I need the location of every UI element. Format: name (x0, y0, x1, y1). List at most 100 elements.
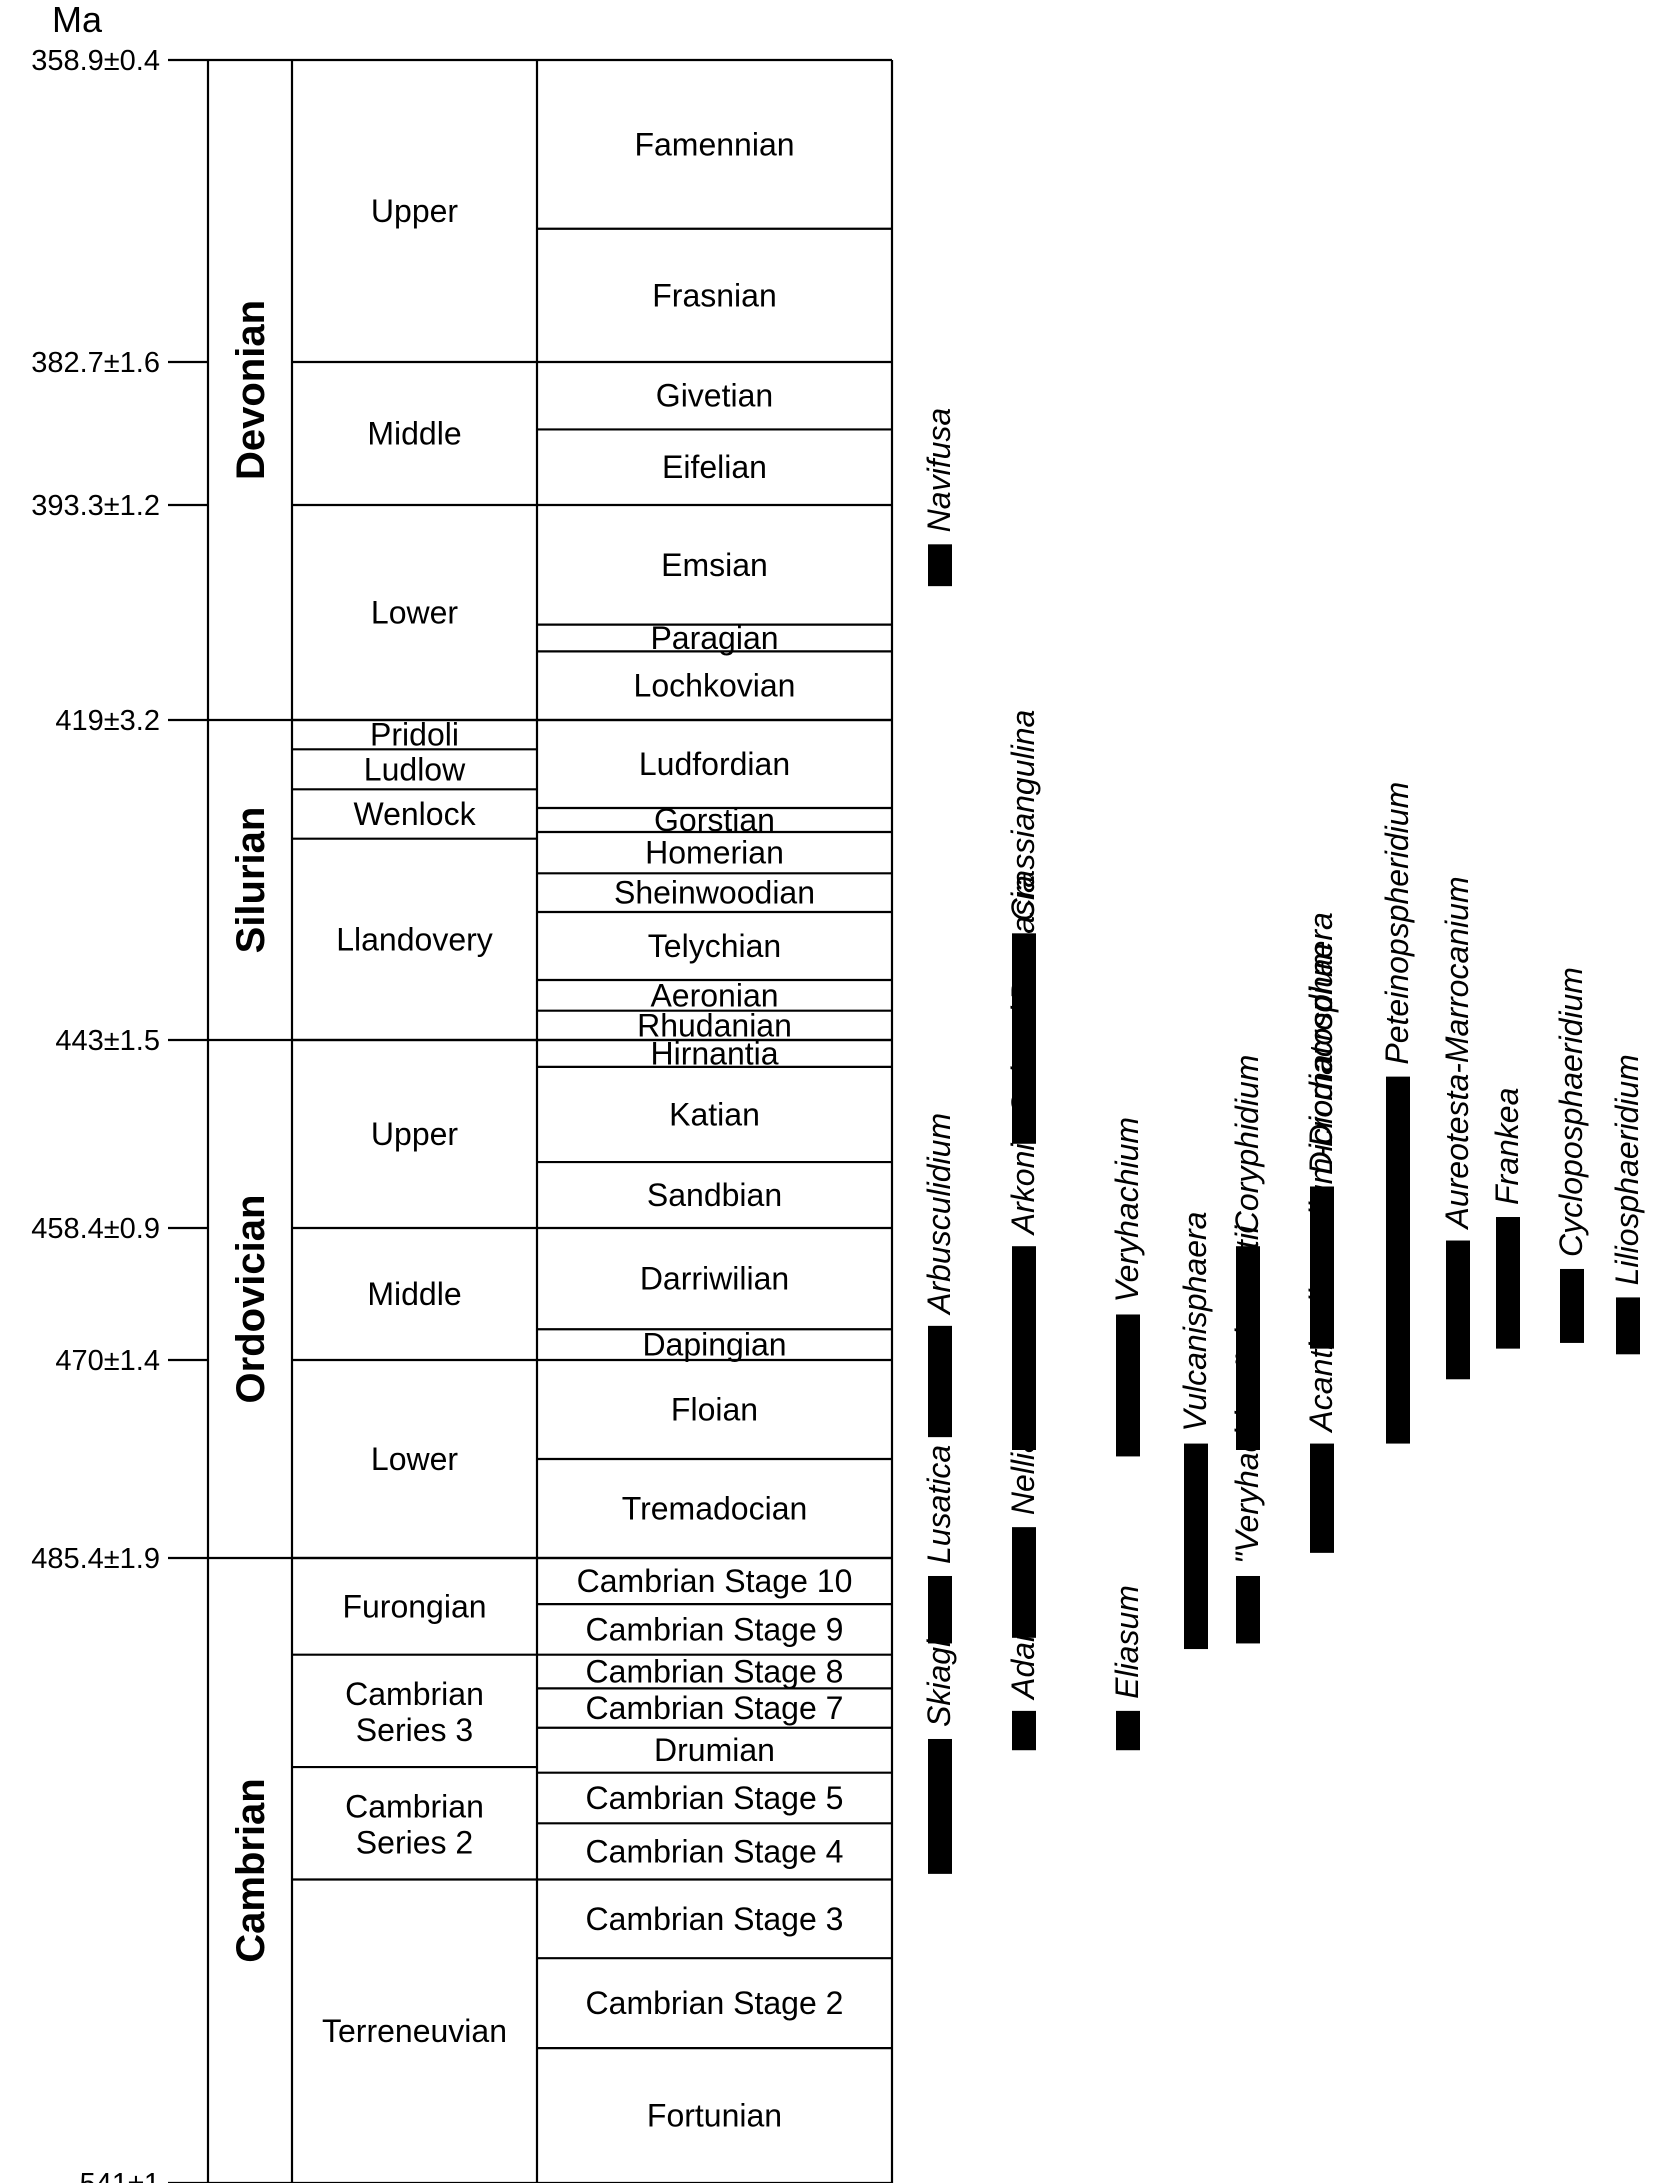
stage-label: Cambrian Stage 2 (586, 1985, 844, 2021)
stage-label: Hirnantia (650, 1035, 778, 1071)
taxon-label: Crassiangulina (1005, 710, 1041, 922)
taxon-range-bar (1560, 1268, 1584, 1343)
series-label: Upper (371, 193, 459, 229)
taxon-label: Coryphidium (1229, 1055, 1265, 1235)
age-tick-label: 458.4±0.9 (31, 1213, 160, 1245)
taxon-label: Vulcanisphaera (1177, 1212, 1213, 1432)
taxon-label: Liliosphaeridium (1609, 1054, 1645, 1285)
stage-column: FamennianFrasnianGivetianEifelianEmsianP… (537, 126, 892, 2134)
age-tick-label: 470±1.4 (55, 1345, 160, 1377)
period-label: Silurian (229, 807, 273, 954)
series-label: Middle (367, 1276, 461, 1312)
taxon-label: Skiagia (921, 1622, 957, 1727)
age-tick-label: 541±1 (80, 2168, 160, 2183)
series-label: Lower (371, 595, 459, 631)
stage-label: Sheinwoodian (614, 875, 815, 911)
stage-label: Lochkovian (634, 668, 796, 704)
taxon-range-bar (1116, 1710, 1140, 1751)
stage-label: Paragian (650, 620, 778, 656)
series-label-line: Series 2 (356, 1824, 473, 1860)
stage-label: Famennian (634, 126, 794, 162)
taxon-label: Peteinopspheridium (1379, 782, 1415, 1065)
taxon-label: Veryhachium (1109, 1117, 1145, 1303)
stage-label: Cambrian Stage 8 (586, 1654, 844, 1690)
age-tick-label: 443±1.5 (55, 1025, 160, 1057)
series-label: Pridoli (370, 717, 459, 753)
period-label: Devonian (229, 300, 273, 480)
taxon-label: Domasia (1005, 875, 1041, 1001)
stage-label: Ludfordian (639, 746, 790, 782)
series-label: Middle (367, 416, 461, 452)
taxon-label: Arbusculidium (921, 1113, 957, 1316)
taxon-label: Dicrodiacrodium (1303, 943, 1339, 1174)
taxon-label: "Veryhachium" dumontii (1229, 1225, 1265, 1564)
stage-label: Cambrian Stage 9 (586, 1611, 844, 1647)
stage-label: Homerian (645, 835, 784, 871)
age-axis: 358.9±0.4 382.7±1.6 393.3±1.2 419±3.2 443±1.… (31, 45, 208, 2183)
taxon-label: Frankea (1489, 1088, 1525, 1205)
stage-label: Darriwilian (640, 1261, 789, 1297)
stage-label: Cambrian Stage 3 (586, 1901, 844, 1937)
taxon-range-bar (1236, 1575, 1260, 1644)
series-label: Terreneuvian (322, 2013, 507, 2049)
period-label: Ordovician (229, 1195, 273, 1404)
stage-label: Drumian (654, 1732, 775, 1768)
taxon-label: Eliasum (1109, 1585, 1145, 1699)
series-label-line: Series 3 (356, 1712, 473, 1748)
series-label: Wenlock (353, 796, 476, 832)
series-label: Lower (371, 1441, 459, 1477)
stage-label: Telychian (648, 928, 781, 964)
stage-label: Sandbian (647, 1177, 782, 1213)
taxon-range-bar (1446, 1240, 1470, 1380)
taxon-label: Adara (1005, 1613, 1041, 1700)
taxon-range-bar (1012, 1246, 1036, 1450)
taxon-range-bar (1386, 1076, 1410, 1444)
age-tick-label: 393.3±1.2 (31, 490, 160, 522)
taxon-range-bar (928, 1325, 952, 1438)
taxa-ranges: NavifusaCrassiangulinaDomasiaArbusculidi… (921, 408, 1645, 1874)
series-label: Llandovery (336, 921, 493, 957)
taxon-range-bar (1012, 933, 1036, 1027)
stage-label: Aeronian (650, 977, 778, 1013)
stage-label: Givetian (656, 378, 773, 414)
taxon-range-bar (928, 544, 952, 587)
series-label: Furongian (342, 1588, 486, 1624)
stage-label: Emsian (661, 547, 768, 583)
stage-label: Tremadocian (622, 1491, 808, 1527)
age-tick-label: 485.4±1.9 (31, 1543, 160, 1575)
stage-label: Cambrian Stage 5 (586, 1780, 844, 1816)
stage-label: Frasnian (652, 277, 777, 313)
series-label-line: Cambrian (345, 1788, 484, 1824)
taxon-range-bar (1616, 1297, 1640, 1355)
series-label: Ludlow (364, 751, 466, 787)
stage-label: Rhudanian (637, 1007, 792, 1043)
taxon-range-bar (928, 1575, 952, 1644)
stage-label: Fortunian (647, 2098, 782, 2134)
taxon-range-bar (1012, 1710, 1036, 1751)
taxon-label: Cycloposphaeridium (1553, 967, 1589, 1257)
taxon-range-bar (1116, 1314, 1140, 1457)
taxon-range-bar (1496, 1217, 1520, 1349)
taxon-range-bar (1236, 1246, 1260, 1450)
age-tick-label: 358.9±0.4 (31, 45, 160, 77)
taxon-range-bar (1012, 1527, 1036, 1638)
taxon-label: Acanthodiacrodium-Dicrnatosphaera (1303, 912, 1339, 1433)
stage-label: Cambrian Stage 7 (586, 1690, 844, 1726)
taxon-label: Arkonia-Striatotheca (1005, 944, 1041, 1236)
age-tick-label: 382.7±1.6 (31, 347, 160, 379)
taxon-label: Navifusa (921, 408, 957, 533)
taxon-range-bar (1012, 1013, 1036, 1144)
taxon-label: Aureotesta-Marrocanium (1439, 876, 1475, 1230)
taxon-range-bar (928, 1738, 952, 1874)
series-label: Upper (371, 1116, 459, 1152)
stage-label: Floian (671, 1392, 758, 1428)
timescale-frame (206, 58, 894, 2183)
series-column: UpperMiddleLowerPridoliLudlowWenlockLlan… (292, 193, 537, 2049)
axis-unit-label: Ma (52, 0, 103, 40)
age-tick-label: 419±3.2 (55, 705, 160, 737)
period-label: Cambrian (229, 1778, 273, 1963)
stage-label: Cambrian Stage 4 (586, 1833, 844, 1869)
